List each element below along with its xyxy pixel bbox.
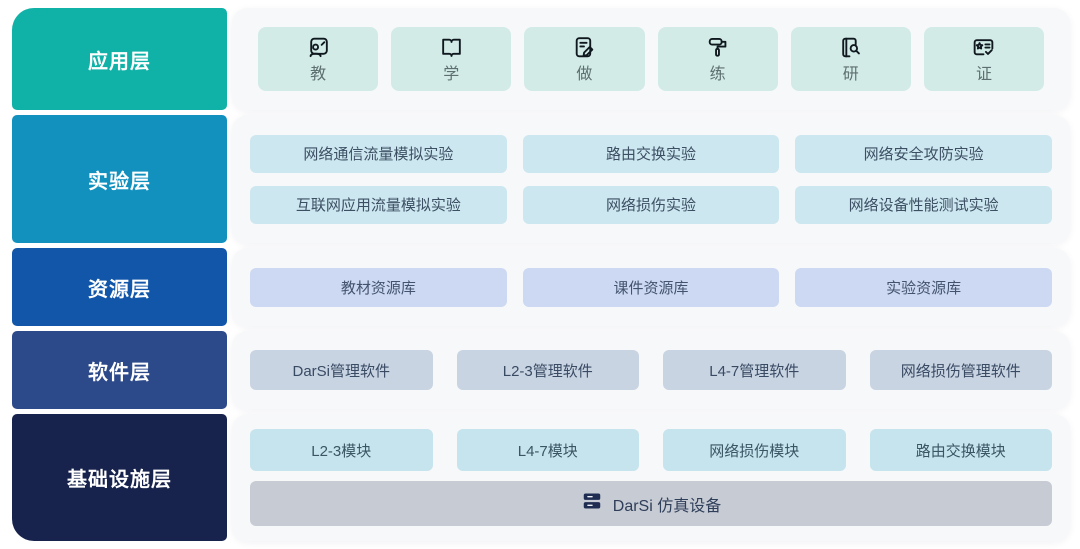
layer-header-infrastructure: 基础设施层 — [12, 414, 227, 541]
layer-header-application: 应用层 — [12, 8, 227, 110]
software-box: L4-7管理软件 — [663, 350, 846, 390]
app-item-learn: 学 — [391, 27, 512, 91]
app-item-label: 研 — [842, 66, 859, 83]
teacher-board-icon — [306, 35, 331, 65]
experiment-box: 互联网应用流量模拟实验 — [250, 185, 507, 224]
layer-row-experiment: 实验层 网络通信流量模拟实验 路由交换实验 网络安全攻防实验 互联网应用流量模拟… — [12, 115, 1070, 243]
layer-card-software: DarSi管理软件 L2-3管理软件 L4-7管理软件 网络损伤管理软件 — [232, 331, 1070, 409]
app-item-label: 做 — [576, 66, 593, 83]
device-bar: DarSi 仿真设备 — [250, 481, 1052, 526]
app-item-label: 学 — [443, 66, 460, 83]
app-item-teach: 教 — [258, 27, 379, 91]
resource-box: 实验资源库 — [795, 267, 1053, 307]
document-search-icon — [838, 35, 863, 65]
layer-title: 软件层 — [88, 361, 151, 384]
layer-card-application: 教 学 做 — [232, 8, 1070, 110]
app-item-certify: 证 — [923, 27, 1045, 91]
experiment-box: 路由交换实验 — [522, 134, 780, 173]
app-item-label: 练 — [709, 66, 726, 83]
layer-header-software: 软件层 — [12, 331, 227, 409]
layer-card-experiment: 网络通信流量模拟实验 路由交换实验 网络安全攻防实验 互联网应用流量模拟实验 网… — [232, 115, 1070, 243]
device-label: DarSi 仿真设备 — [612, 497, 722, 515]
layer-header-experiment: 实验层 — [12, 115, 227, 243]
layer-row-application: 应用层 教 学 — [12, 8, 1070, 110]
module-box: 网络损伤模块 — [663, 429, 846, 471]
open-book-icon — [439, 35, 464, 65]
layer-header-resource: 资源层 — [12, 248, 227, 326]
layer-card-resource: 教材资源库 课件资源库 实验资源库 — [232, 248, 1070, 326]
app-item-practice: 练 — [657, 27, 778, 91]
layer-row-resource: 资源层 教材资源库 课件资源库 实验资源库 — [12, 248, 1070, 326]
module-box: L2-3模块 — [250, 429, 433, 471]
software-box: L2-3管理软件 — [456, 350, 639, 390]
module-row: L2-3模块 L4-7模块 网络损伤模块 路由交换模块 — [250, 429, 1052, 471]
app-item-label: 教 — [310, 66, 327, 83]
experiment-box: 网络安全攻防实验 — [795, 134, 1053, 173]
layer-row-infrastructure: 基础设施层 L2-3模块 L4-7模块 网络损伤模块 路由交换模块 DarSi … — [12, 414, 1070, 541]
paint-roller-icon — [705, 35, 730, 65]
experiment-row-2: 互联网应用流量模拟实验 网络损伤实验 网络设备性能测试实验 — [250, 185, 1053, 224]
experiment-box: 网络通信流量模拟实验 — [250, 134, 507, 173]
module-box: L4-7模块 — [456, 429, 639, 471]
document-edit-icon — [572, 35, 597, 65]
app-item-research: 研 — [790, 27, 911, 91]
experiment-box: 网络损伤实验 — [522, 185, 780, 224]
software-box: 网络损伤管理软件 — [869, 350, 1052, 390]
certificate-check-icon — [971, 35, 996, 65]
app-item-label: 证 — [975, 66, 992, 83]
layer-title: 应用层 — [88, 50, 151, 73]
experiment-box: 网络设备性能测试实验 — [795, 185, 1053, 224]
server-stack-icon — [581, 490, 603, 517]
resource-box: 课件资源库 — [522, 267, 780, 307]
software-box: DarSi管理软件 — [250, 350, 433, 390]
layer-title: 基础设施层 — [67, 469, 172, 491]
resource-box: 教材资源库 — [250, 267, 507, 307]
layer-title: 资源层 — [88, 278, 151, 301]
module-box: 路由交换模块 — [869, 429, 1052, 471]
experiment-row-1: 网络通信流量模拟实验 路由交换实验 网络安全攻防实验 — [250, 134, 1053, 173]
layer-card-infrastructure: L2-3模块 L4-7模块 网络损伤模块 路由交换模块 DarSi 仿真设备 — [232, 414, 1070, 541]
layer-title: 实验层 — [88, 170, 151, 193]
app-item-do: 做 — [524, 27, 645, 91]
layer-row-software: 软件层 DarSi管理软件 L2-3管理软件 L4-7管理软件 网络损伤管理软件 — [12, 331, 1070, 409]
